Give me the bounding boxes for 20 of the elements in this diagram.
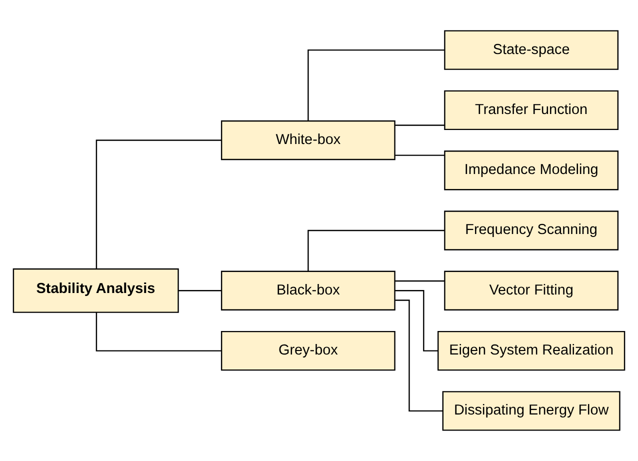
node-box: Black-box bbox=[220, 270, 396, 310]
connector bbox=[308, 49, 444, 121]
node-box: Frequency Scanning bbox=[444, 210, 619, 250]
connector bbox=[395, 280, 445, 282]
connector bbox=[308, 230, 444, 272]
node-box: Dissipating Energy Flow bbox=[442, 391, 620, 431]
connector bbox=[96, 140, 222, 269]
connector bbox=[178, 290, 222, 292]
node-box: Stability Analysis bbox=[12, 268, 179, 313]
connector bbox=[96, 312, 222, 352]
node-box: Impedance Modeling bbox=[444, 150, 619, 190]
node-box: White-box bbox=[220, 120, 396, 160]
node-box: Transfer Function bbox=[444, 90, 619, 130]
connector bbox=[395, 154, 445, 156]
node-box: Eigen System Realization bbox=[437, 330, 626, 371]
node-box: State-space bbox=[444, 30, 619, 70]
connector bbox=[395, 124, 445, 126]
node-box: Grey-box bbox=[220, 330, 396, 371]
node-box: Vector Fitting bbox=[444, 270, 619, 310]
connector bbox=[395, 300, 443, 412]
